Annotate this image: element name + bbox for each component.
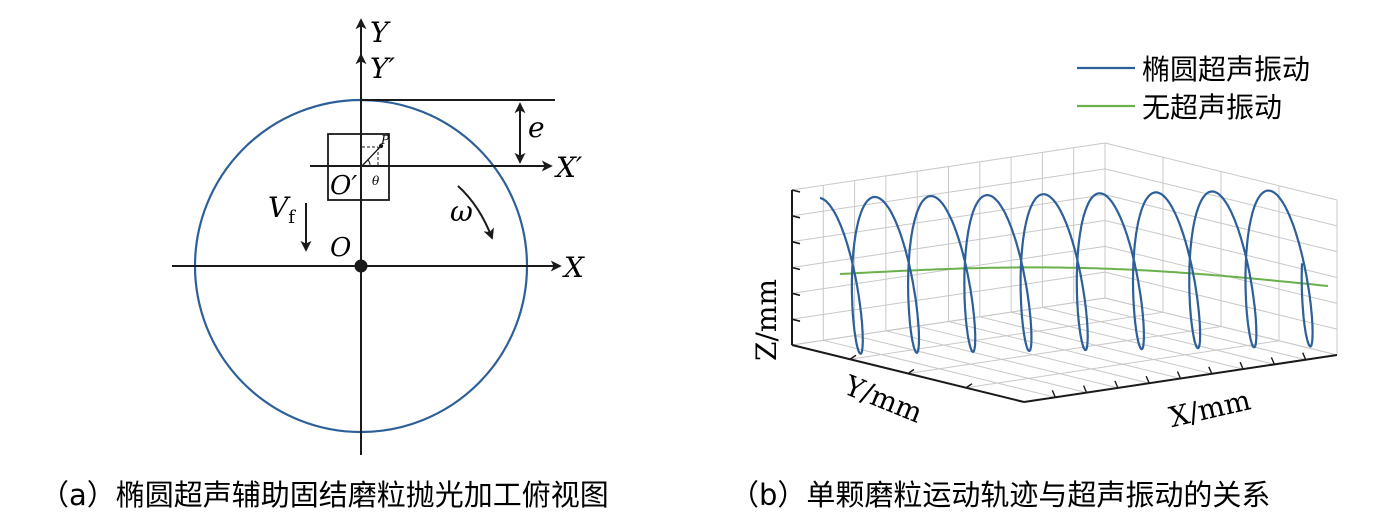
z-tick [791,292,801,297]
back-wall-grid-line [791,168,1106,217]
theta-arc [367,159,371,167]
x-axis-label: X [562,251,585,284]
x-tick [1176,371,1182,379]
side-wall-grid-line [1104,271,1338,330]
y-prime-axis-label: Y′ [370,52,395,85]
legend: 椭圆超声振动 无超声振动 [1077,53,1310,124]
legend-label-no-ultrasonic: 无超声振动 [1142,91,1282,124]
z-tick [791,266,801,271]
tool-center-label: O′ [330,171,357,201]
rotation-arrow [457,185,494,240]
side-wall-grid-line [1104,142,1338,201]
back-wall-grid-line [791,271,1106,320]
panel-b-plot: 椭圆超声振动 无超声振动 Z/mm Y/mm X/mm [750,53,1338,434]
side-wall-grid-line [1104,220,1338,278]
theta-label: θ [372,174,380,188]
y-axis-label: Y [370,16,391,49]
point-p [378,143,384,149]
feed-velocity-symbol: V [268,191,291,224]
plot-box-frame [791,189,1338,403]
eccentricity-label: e [528,111,545,144]
feed-velocity-label: Vf [268,191,296,228]
x-tick [1114,380,1119,389]
y-axis-label-b: Y/mm [839,368,927,429]
z-tick [791,215,801,219]
back-wall-grid-line [791,142,1106,191]
legend-label-elliptical: 椭圆超声振动 [1142,53,1310,86]
y-tick [965,383,973,389]
tool-square [327,133,390,201]
elliptical-ultrasonic-trajectory [819,189,1314,355]
z-tick [791,344,801,348]
caption-a: （a）椭圆超声辅助固结磨粒抛光加工俯视图 [40,478,609,512]
back-wall-grid-line [791,297,1106,346]
floor-grid-line [965,340,1280,389]
x-tick [1082,385,1088,393]
z-tick [791,189,801,193]
no-ultrasonic-trajectory [839,266,1329,287]
panel-a-diagram: Y Y′ X X′ O O′ e Vf ω P θ [172,16,585,455]
caption-b: （b）单颗磨粒运动轨迹与超声振动的关系 [730,478,1270,512]
x-tick [1302,352,1307,360]
side-wall-grid-line [1104,297,1338,356]
floor-grid-line [907,326,1222,374]
radius-to-p [361,145,382,167]
z-axis-label: Z/mm [750,279,783,361]
floor-grid-line [849,311,1164,360]
z-tick [791,240,801,245]
z-tick [791,318,801,322]
point-p-label: P [380,133,390,147]
origin-label: O [330,233,351,263]
x-axis-label-b: X/mm [1166,383,1254,434]
x-tick [1208,366,1213,375]
origin-dot [354,259,368,273]
x-tick [1270,357,1276,365]
x-tick [1239,361,1244,370]
x-prime-axis-label: X′ [554,151,583,184]
x-tick [1145,375,1150,384]
y-tick [849,354,857,360]
omega-label: ω [450,195,473,228]
y-tick [907,368,915,375]
feed-velocity-subscript: f [288,207,296,228]
back-wall-grid-line [791,220,1106,268]
x-tick [1051,390,1056,398]
